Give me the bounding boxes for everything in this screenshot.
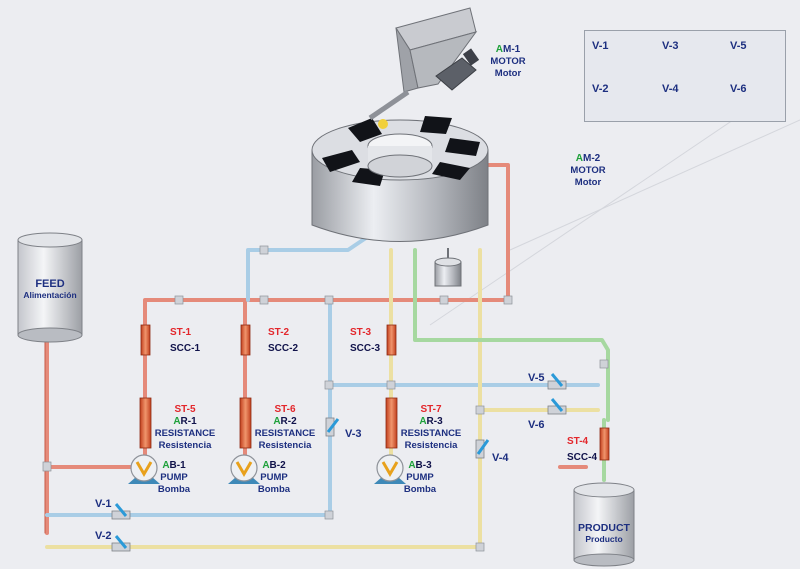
valve-v4[interactable] — [475, 439, 490, 459]
heater-2-label: ST-6 AR-2 RESISTANCE Resistencia — [254, 404, 316, 451]
legend-v3: V-3 — [662, 40, 679, 52]
pump-2 — [228, 454, 260, 484]
product-tank-label: PRODUCT Producto — [578, 522, 630, 544]
valve-v6-label: V-6 — [528, 419, 545, 431]
pump-3-label: AB-3 PUMP Bomba — [403, 460, 437, 495]
heater-coils — [139, 397, 398, 449]
yellow-pipe — [45, 248, 600, 549]
legend-v4: V-4 — [662, 83, 679, 95]
product-tank — [573, 482, 635, 567]
motor-2-label: AM-2 MOTOR Motor — [570, 153, 606, 188]
valve-v1-label: V-1 — [95, 498, 112, 510]
valve-v2-label: V-2 — [95, 530, 112, 542]
motor-1 — [435, 48, 480, 91]
pump-2-label: AB-2 PUMP Bomba — [257, 460, 291, 495]
valve-v6[interactable] — [547, 398, 567, 415]
pump-1 — [128, 454, 160, 484]
legend-v5: V-5 — [730, 40, 747, 52]
pump-3 — [374, 454, 406, 484]
valve-v3[interactable] — [325, 417, 340, 437]
heater-3-label: ST-7 AR-3 RESISTANCE Resistencia — [400, 404, 462, 451]
motor-2 — [434, 248, 462, 287]
valve-v3-label: V-3 — [345, 428, 362, 440]
reactor-drum — [311, 116, 489, 242]
legend-v2: V-2 — [592, 83, 609, 95]
valve-v2[interactable] — [111, 535, 131, 552]
guide-line — [509, 119, 800, 251]
valve-v5[interactable] — [547, 373, 567, 390]
feed-tank-label: FEED Alimentación — [23, 278, 77, 300]
hopper — [368, 7, 478, 121]
heater-1-label: ST-5 AR-1 RESISTANCE Resistencia — [154, 404, 216, 451]
legend-v6: V-6 — [730, 83, 747, 95]
valve-legend — [584, 30, 786, 122]
valve-v1[interactable] — [111, 503, 131, 520]
motor-1-label: AM-1 MOTOR Motor — [490, 44, 526, 79]
feed-tank — [17, 232, 83, 343]
pump-1-label: AB-1 PUMP Bomba — [157, 460, 191, 495]
valve-v5-label: V-5 — [528, 372, 545, 384]
legend-v1: V-1 — [592, 40, 609, 52]
sensor-coils — [140, 324, 610, 461]
pipe-couplings — [42, 245, 609, 552]
valve-v4-label: V-4 — [492, 452, 509, 464]
